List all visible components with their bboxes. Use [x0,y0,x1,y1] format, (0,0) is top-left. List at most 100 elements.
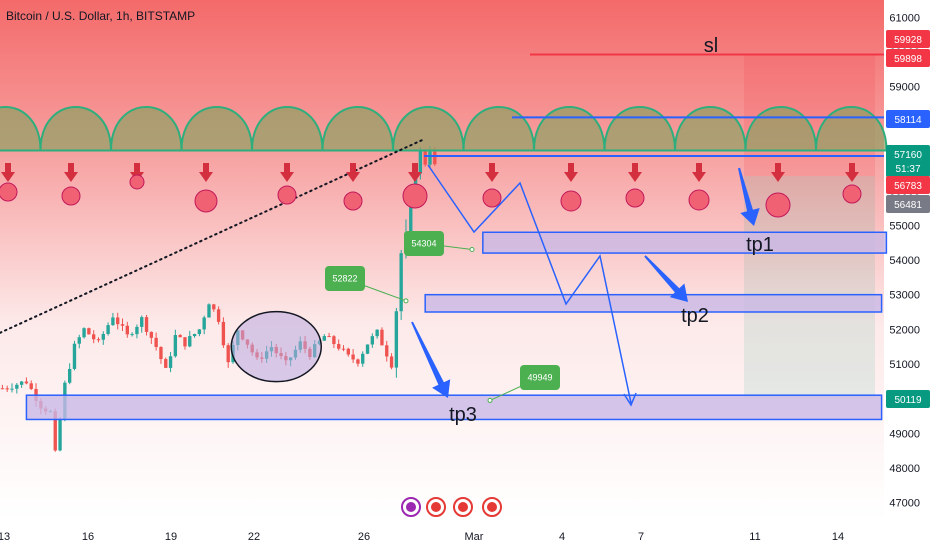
us-flag-icon-core [431,502,441,512]
candle-body [96,339,101,341]
price-level-tag[interactable] [886,159,930,177]
down-arrow-marker[interactable] [346,163,360,182]
candle-body [144,317,149,332]
candle-body [322,336,326,341]
candle-body [183,337,187,347]
annotation-sl[interactable]: sl [704,35,718,57]
price-axis: 4700048000490005000051000520005300054000… [889,12,920,509]
price-level-tag[interactable] [886,195,930,213]
marker-circle[interactable] [688,189,710,211]
candle-body [58,419,62,451]
callout-box[interactable] [520,365,560,390]
economic-events[interactable] [401,497,502,517]
down-arrow-marker[interactable] [199,163,213,182]
marker-circle[interactable] [842,184,862,204]
annotation-tp1[interactable]: tp1 [746,234,774,256]
x-tick-label: 7 [638,531,644,543]
marker-circle[interactable] [765,192,791,218]
x-tick-label: 13 [0,531,10,543]
target-zone-tp2[interactable] [424,293,883,313]
callout-label: 49949 [527,373,552,383]
consolidation-ellipse[interactable] [230,310,322,383]
candle-body [370,336,375,345]
price-level-tag[interactable] [886,49,930,67]
down-arrow-marker[interactable] [280,163,294,182]
arrow-to-tp1[interactable] [738,167,760,226]
down-arrow-marker[interactable] [564,163,578,182]
down-arrow-marker[interactable] [692,163,706,182]
candle-body [192,334,197,337]
candle-body [77,337,81,344]
candle-body [380,329,384,346]
candle-body [67,368,72,383]
annotation-tp2[interactable]: tp2 [681,305,709,327]
marker-circle[interactable] [560,190,582,212]
callout-anchor [403,298,409,304]
marker-circle[interactable] [129,174,145,190]
arrow-to-tp2[interactable] [644,255,688,302]
marker-circle[interactable] [0,182,18,202]
candle-body [87,328,91,335]
price-level-label: 51:37 [895,164,920,175]
price-level-tag[interactable] [886,390,930,408]
callout-anchor [469,246,475,252]
down-arrow-marker[interactable] [485,163,499,182]
price-level-label: 56783 [894,181,922,192]
arrow-to-tp3[interactable] [411,321,451,398]
marker-circle[interactable] [625,188,645,208]
resistance-arc[interactable] [321,105,395,152]
x-tick-label: 16 [82,531,94,543]
candle-body [226,345,230,363]
price-axis-background [884,0,932,550]
y-tick-label: 61000 [889,12,920,24]
candle-body [409,200,413,233]
marker-circle[interactable] [194,189,218,213]
target-zone-tp1[interactable] [482,231,888,254]
marker-circle[interactable] [343,191,363,211]
candle-body [10,388,14,390]
down-arrow-marker[interactable] [771,163,785,182]
candle-body [173,335,178,357]
price-level-tag[interactable] [886,176,930,194]
candle-body [125,325,129,335]
resistance-arc[interactable] [180,105,254,152]
candle-body [385,345,389,357]
price-level-tag[interactable] [886,110,930,128]
resistance-arc[interactable] [39,105,113,152]
candle-body [53,411,57,451]
y-tick-label: 59000 [889,82,920,94]
price-level-tag[interactable] [886,30,930,48]
projection-path[interactable] [427,164,632,404]
candle-body [111,317,115,326]
candle-body [106,325,110,334]
down-arrow-marker[interactable] [130,163,144,182]
callout-box[interactable] [404,231,444,256]
callout-box[interactable] [325,266,365,291]
marker-circle[interactable] [277,185,297,205]
candle-body [389,356,394,368]
candle-body [149,331,154,338]
callout-label: 52822 [332,274,357,284]
marker-circle[interactable] [482,188,502,208]
marker-circle[interactable] [402,183,428,209]
down-arrow-marker[interactable] [845,163,859,182]
candle-body [418,150,423,174]
down-arrow-marker[interactable] [408,163,422,182]
marker-circle[interactable] [61,186,81,206]
candle-body [154,337,158,348]
candle-body [101,333,105,340]
annotation-tp3[interactable]: tp3 [449,404,477,426]
resistance-arc[interactable] [250,105,324,152]
resistance-arc[interactable] [0,105,42,152]
down-arrow-marker[interactable] [64,163,78,182]
price-level-label: 59898 [894,54,922,65]
candle-body [207,304,211,318]
resistance-arc[interactable] [109,105,183,152]
resistance-arc[interactable] [391,105,465,152]
target-zone-tp3[interactable] [25,394,883,421]
down-arrow-marker[interactable] [628,163,642,182]
price-level-tag[interactable] [886,145,930,163]
down-arrow-marker[interactable] [1,163,15,182]
candle-body [361,353,365,364]
